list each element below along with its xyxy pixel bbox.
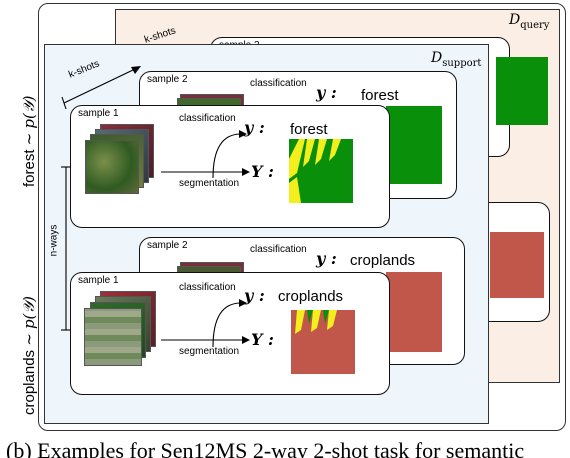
satellite-image-forest	[85, 140, 139, 194]
classification-label: classification	[179, 282, 236, 293]
segmentation-mask-croplands	[291, 310, 355, 374]
sample-label: sample 2	[147, 74, 188, 85]
y-label: y :	[316, 83, 337, 102]
segmentation-label: segmentation	[179, 178, 240, 189]
croplands-row-label: croplands ∼ p(𝒴)	[20, 295, 38, 415]
sample-label: sample 1	[78, 108, 119, 119]
classification-arrow	[212, 299, 247, 348]
class-name-croplands: croplands	[350, 252, 416, 269]
sample-label: sample 2	[147, 240, 188, 251]
query-k-shots-label: k-shots	[143, 25, 178, 46]
y-label: y :	[244, 118, 265, 137]
y-label: y :	[316, 249, 337, 268]
support-set-label: Dsupport	[431, 50, 482, 69]
class-name-croplands: croplands	[278, 288, 344, 305]
classification-label: classification	[250, 78, 307, 89]
classification-label: classification	[250, 244, 307, 255]
forest-mask-back	[386, 106, 442, 184]
query-forest-mask	[496, 57, 548, 125]
classification-label: classification	[179, 113, 236, 124]
croplands-sample-1-card: sample 1 classification segmentation y :…	[70, 272, 390, 395]
classification-arrow	[212, 130, 247, 179]
n-ways-bracket	[61, 166, 71, 331]
k-shots-arrow	[61, 66, 141, 110]
query-set-label: Dquery	[509, 12, 550, 31]
class-name-forest: forest	[361, 87, 399, 104]
forest-sample-1-card: sample 1 classification segmentation y :…	[70, 105, 390, 228]
Y-label: Y :	[251, 330, 274, 349]
segmentation-mask-forest	[289, 139, 353, 203]
sample-label: sample 1	[78, 275, 119, 286]
segmentation-label: segmentation	[179, 346, 240, 357]
cropland-mask-back	[386, 272, 442, 352]
satellite-image-croplands	[84, 308, 142, 366]
n-ways-label: n-ways	[48, 224, 60, 257]
class-name-forest: forest	[290, 121, 328, 138]
figure-caption: (b) Examples for Sen12MS 2-way 2-shot ta…	[6, 438, 525, 458]
y-label: y :	[244, 286, 265, 305]
segmentation-arrow	[161, 336, 250, 344]
Y-label: Y :	[251, 162, 274, 181]
segmentation-arrow	[161, 168, 250, 176]
forest-row-label: forest ∼ p(𝒴)	[20, 95, 38, 188]
query-cropland-mask	[490, 232, 544, 298]
